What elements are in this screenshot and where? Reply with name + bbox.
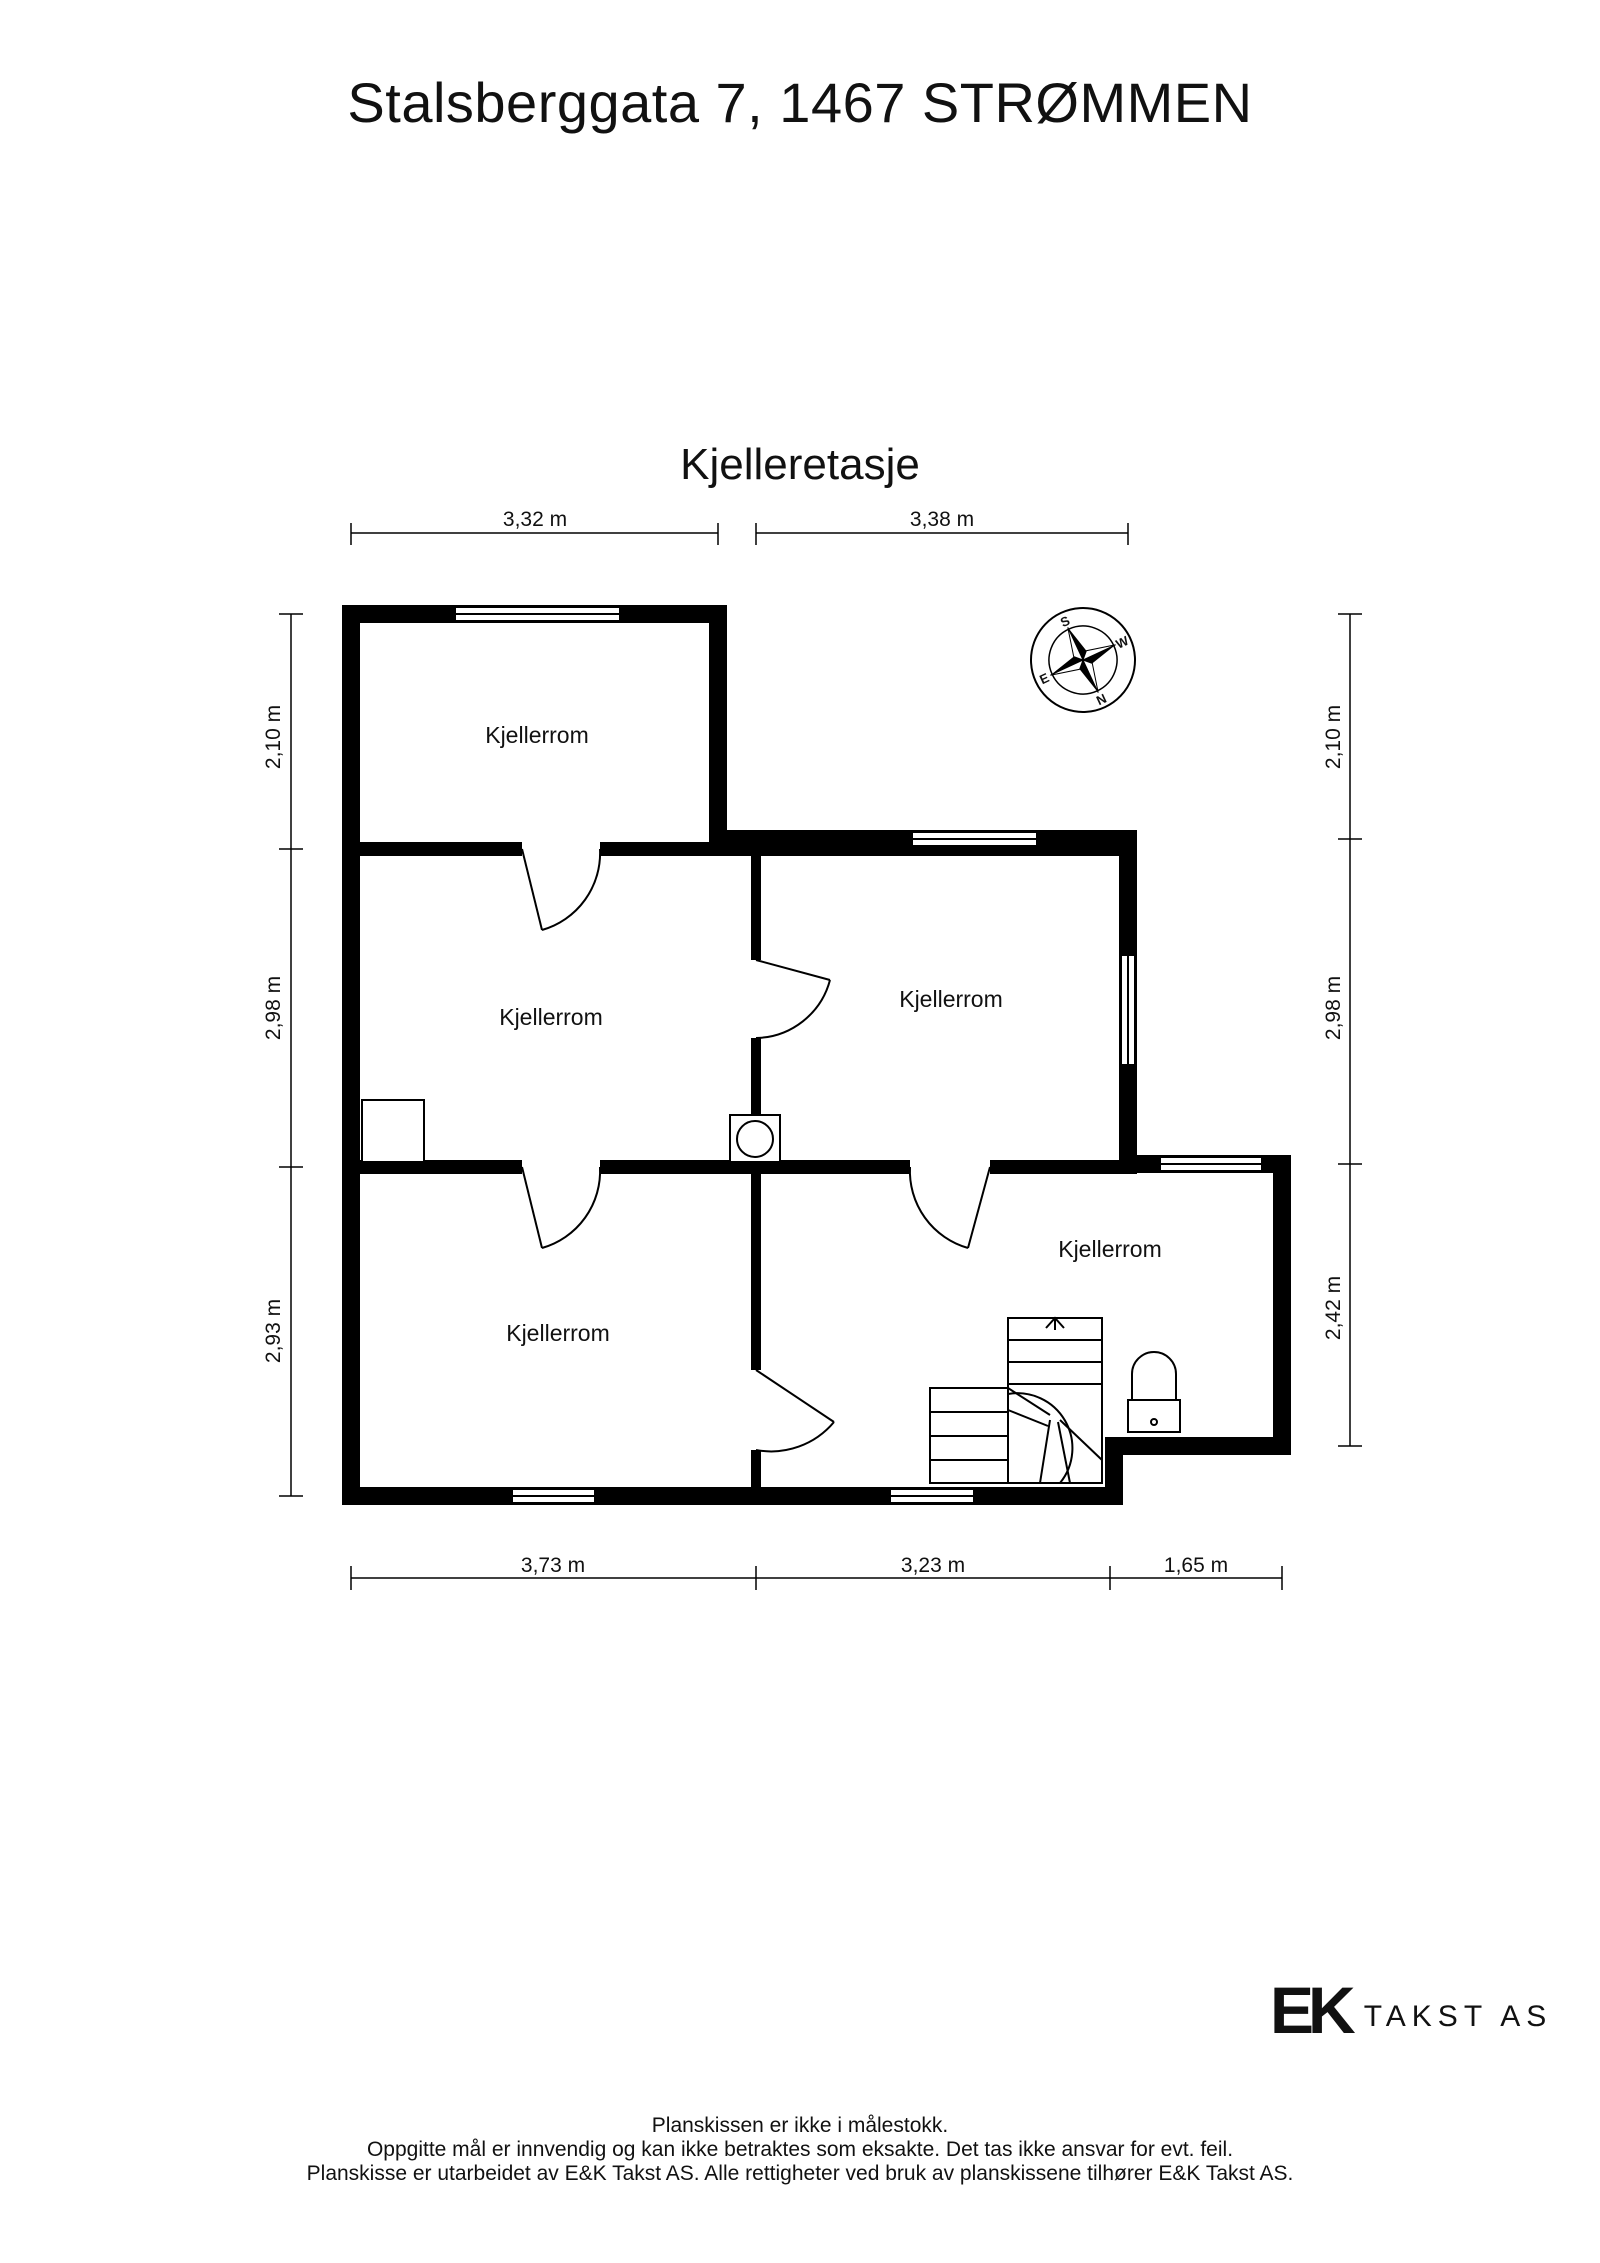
compass-rose: S W N E (1030, 607, 1136, 713)
door-lower-right[interactable] (908, 1158, 991, 1249)
footer-line-2: Oppgitte mål er innvendig og kan ikke be… (366, 2138, 1234, 2161)
ek-takst-logo: EK TAKST AS (1270, 1970, 1552, 2050)
logo-text: TAKST AS (1363, 2000, 1553, 2033)
footer-line-3: Planskisse er utarbeidet av E&K Takst AS… (306, 2162, 1294, 2185)
dim-left-1: 2,10 m (262, 705, 285, 769)
room-label-lower-left: Kjellerrom (506, 1320, 610, 1346)
dim-top-1: 3,32 m (503, 508, 567, 531)
dim-left-3: 2,93 m (262, 1299, 285, 1363)
doors (521, 840, 991, 1453)
door-lower-vertical[interactable] (749, 1369, 835, 1453)
room-label-top-left: Kjellerrom (485, 722, 589, 748)
wall-left (342, 605, 360, 1505)
dimension-lines (279, 523, 1362, 1590)
dim-right-1: 2,10 m (1322, 705, 1345, 769)
window-bottom-left (511, 1488, 596, 1504)
window-annex-top (1159, 1156, 1263, 1172)
footer-disclaimer: Planskissen er ikke i målestokk. Oppgitt… (0, 2114, 1600, 2186)
staircase (929, 1316, 1103, 1484)
wall-vertical-middle-lower (751, 1170, 761, 1492)
dim-right-3: 2,42 m (1322, 1276, 1345, 1340)
window-upper-right-top (911, 831, 1038, 847)
dim-bottom-2: 3,23 m (901, 1554, 965, 1577)
room-label-lower-right: Kjellerrom (1058, 1236, 1162, 1262)
footer-line-1: Planskissen er ikke i målestokk. (651, 2114, 949, 2137)
wall-annex-bottom (1105, 1437, 1291, 1455)
room-label-middle-right: Kjellerrom (899, 986, 1003, 1012)
windows (454, 606, 1263, 1504)
dim-right-2: 2,98 m (1322, 976, 1345, 1040)
window-bottom-middle (889, 1488, 975, 1504)
door-top-room[interactable] (521, 840, 602, 931)
dim-top-2: 3,38 m (910, 508, 974, 531)
chimney-block (361, 1099, 425, 1163)
dim-bottom-1: 3,73 m (521, 1554, 585, 1577)
window-right-side (1120, 954, 1136, 1066)
dim-bottom-3: 1,65 m (1164, 1554, 1228, 1577)
window-top (454, 606, 621, 622)
wall-top-left-right (709, 605, 727, 847)
wall-bottom (342, 1487, 1123, 1505)
address-title: Stalsberggata 7, 1467 STRØMMEN (347, 71, 1253, 134)
door-lower-left[interactable] (521, 1158, 602, 1249)
door-middle-vertical[interactable] (749, 959, 831, 1039)
wall-annex-right (1273, 1155, 1291, 1455)
room-label-middle-left: Kjellerrom (499, 1004, 603, 1030)
toilet (1127, 1351, 1181, 1433)
drain-fixture (729, 1114, 781, 1163)
floor-title: Kjelleretasje (680, 440, 920, 489)
dim-left-2: 2,98 m (262, 976, 285, 1040)
logo-mark: EK (1270, 1973, 1356, 2047)
